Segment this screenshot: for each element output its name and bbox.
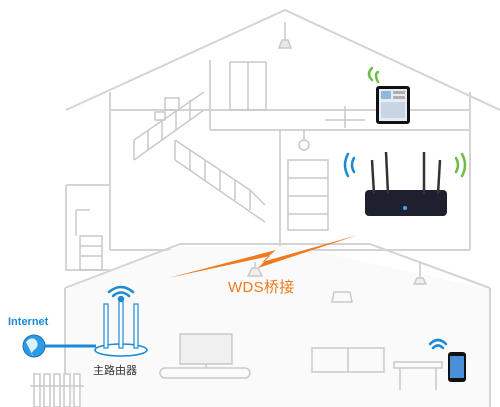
wifi-icon (428, 338, 448, 350)
wifi-icon (367, 66, 380, 84)
main-router (94, 285, 148, 357)
wifi-icon (107, 285, 135, 303)
wds-lightning-icon (168, 235, 358, 278)
kitchen-furniture (311, 262, 443, 390)
bookshelf (287, 130, 329, 231)
front-wall (66, 246, 489, 407)
fence (30, 373, 84, 407)
phone-icon (428, 338, 466, 382)
main-router-label: 主路由器 (93, 365, 137, 377)
living-room-furniture (159, 262, 264, 379)
wifi-icon (343, 152, 467, 178)
internet-label: Internet (8, 316, 49, 328)
wds-bridge-label: WDS桥接 (228, 279, 295, 296)
staircase (75, 91, 266, 271)
wds-router (343, 151, 467, 216)
attic-furniture (154, 22, 365, 128)
tablet-icon (367, 66, 410, 124)
globe-icon (22, 334, 46, 358)
